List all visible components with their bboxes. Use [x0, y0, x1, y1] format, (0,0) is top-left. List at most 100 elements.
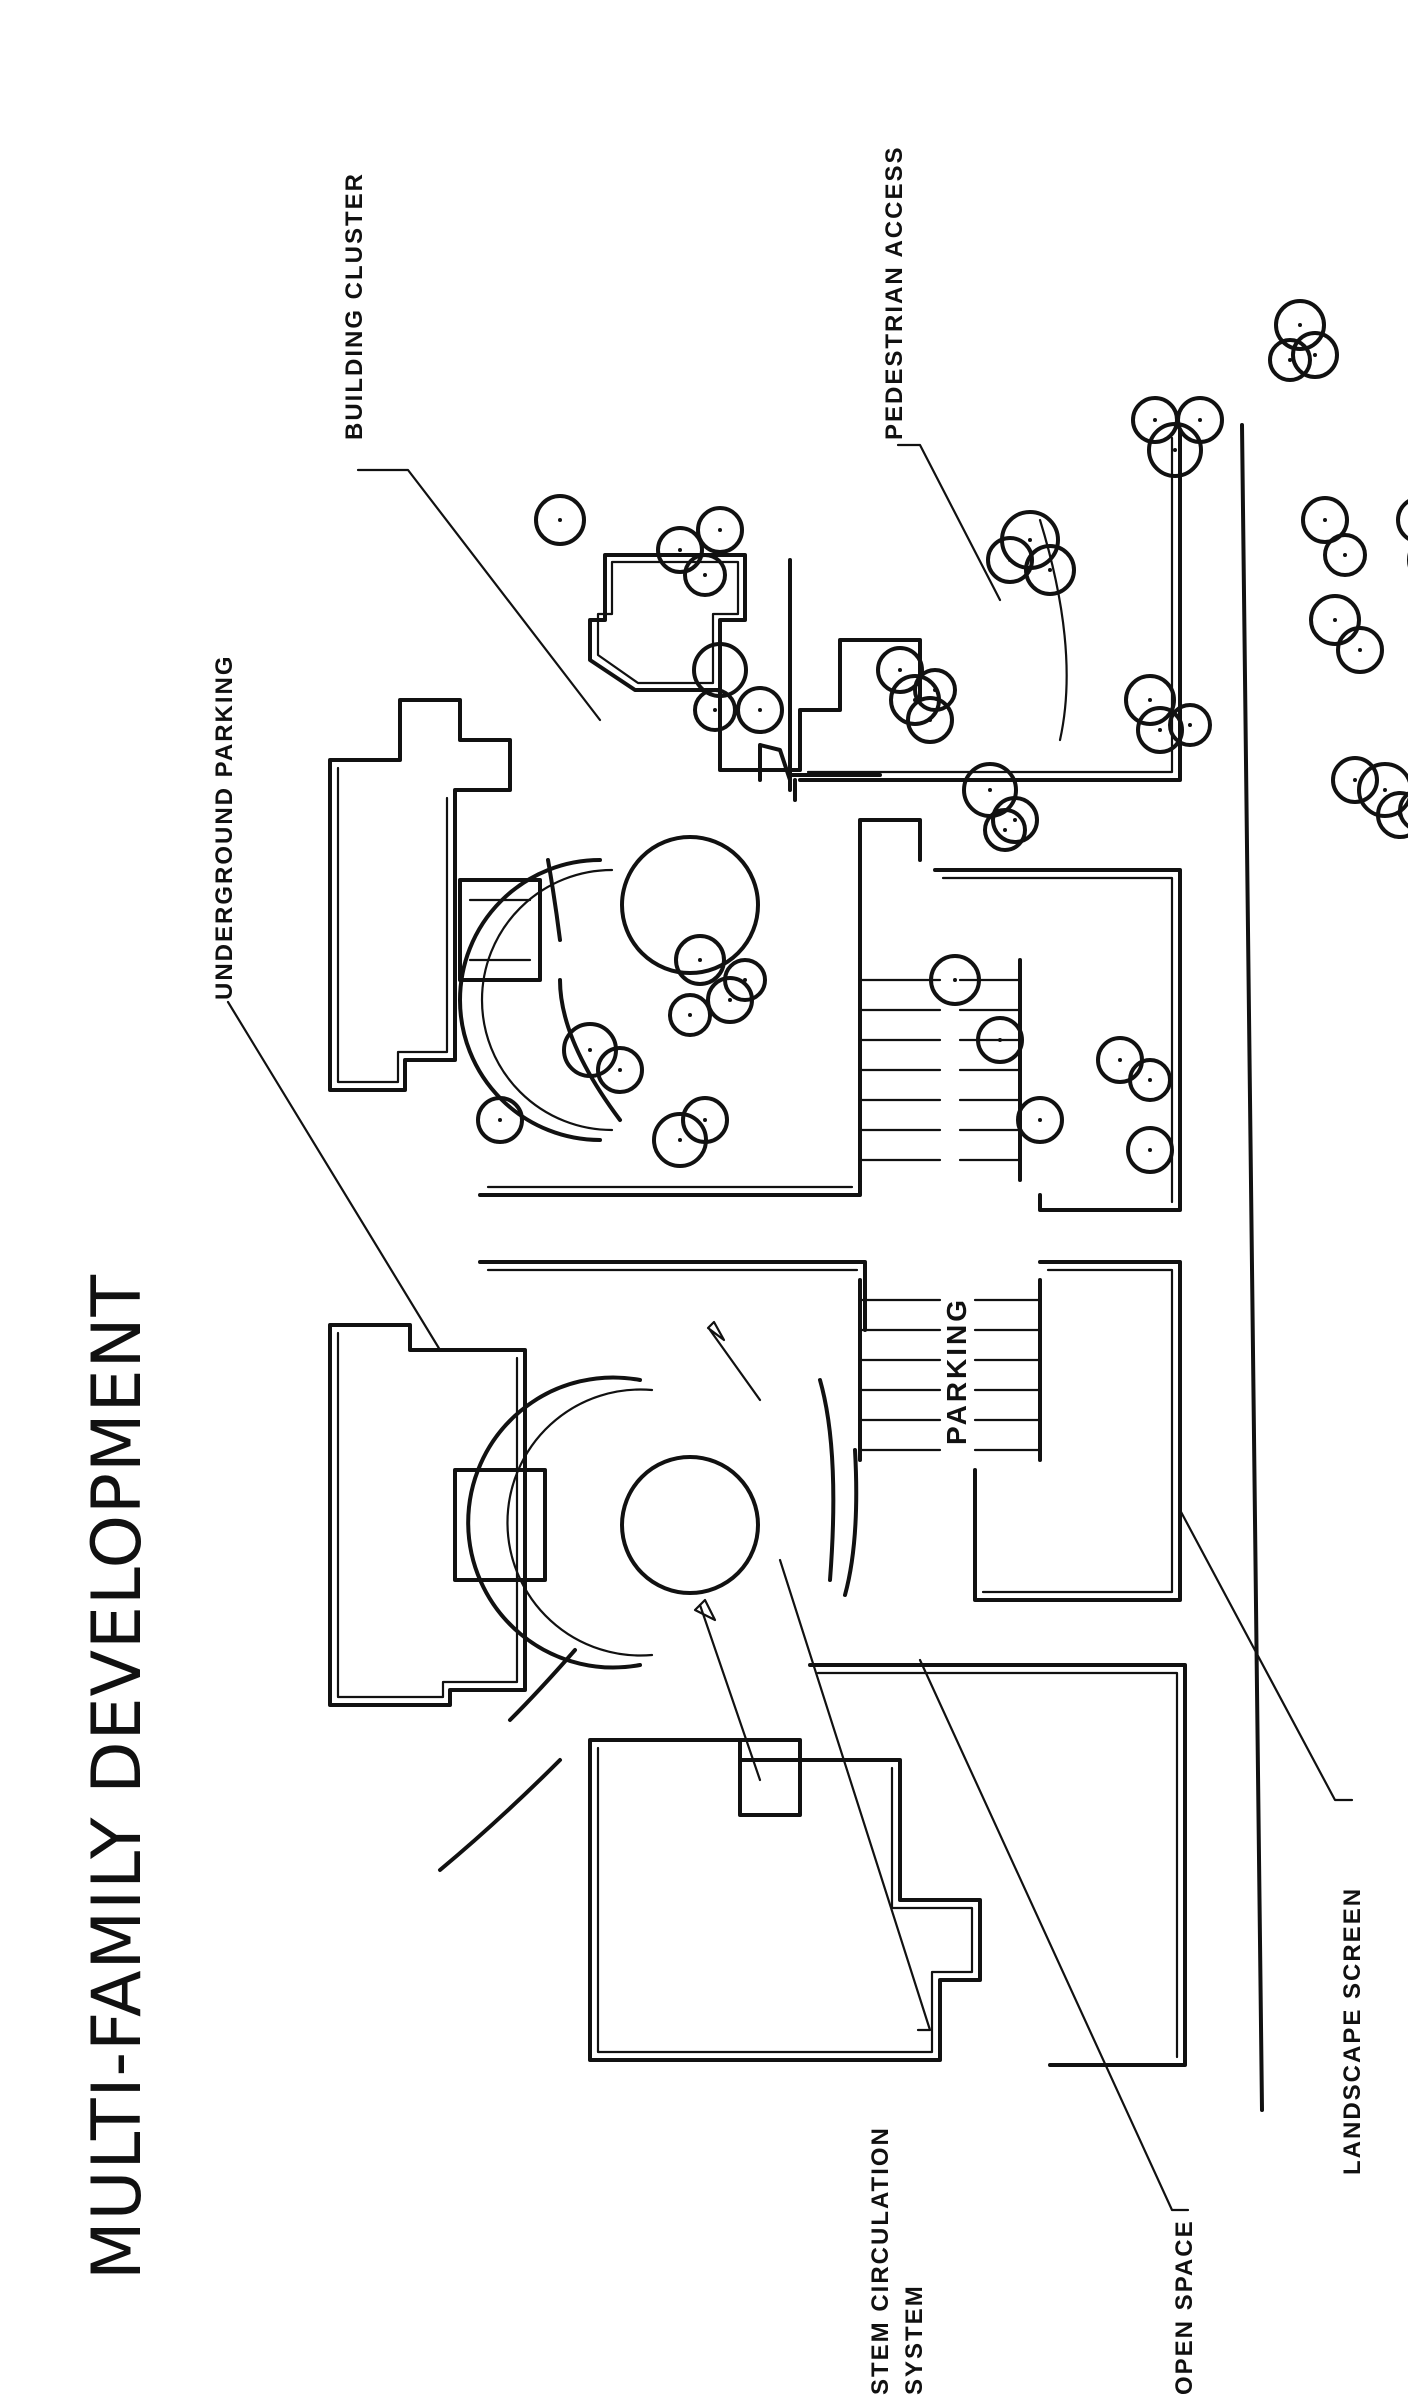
tree-trunk-dot — [758, 708, 762, 712]
tree-trunk-dot — [1173, 448, 1177, 452]
tree-symbol — [534, 494, 586, 546]
tree-symbol — [681, 1096, 729, 1144]
tree-symbol — [1274, 299, 1326, 351]
tree-trunk-dot — [718, 668, 722, 672]
tree-symbol — [668, 993, 712, 1037]
building-upper-left — [328, 698, 542, 1092]
tree-trunk-dot — [703, 573, 707, 577]
tree-symbol — [696, 506, 744, 554]
tree-group — [476, 299, 1408, 1174]
tree-symbol — [991, 796, 1039, 844]
building-lower-left — [328, 1323, 547, 1707]
tree-trunk-dot — [1333, 618, 1337, 622]
tree-trunk-dot — [1358, 648, 1362, 652]
building-lower-middle — [588, 1738, 982, 2062]
tree-trunk-dot — [953, 978, 957, 982]
tree-symbol — [723, 958, 767, 1002]
tree-trunk-dot — [618, 1068, 622, 1072]
tree-trunk-dot — [718, 528, 722, 532]
courtyard-lower — [438, 1375, 859, 1872]
tree-trunk-dot — [1008, 558, 1012, 562]
tree-trunk-dot — [1153, 418, 1157, 422]
tree-trunk-dot — [498, 1118, 502, 1122]
tree-symbol — [913, 668, 957, 712]
tree-symbol — [596, 1046, 644, 1094]
tree-trunk-dot — [1048, 568, 1052, 572]
tree-trunk-dot — [698, 958, 702, 962]
leader-building-cluster — [356, 468, 602, 722]
tree-trunk-dot — [1343, 553, 1347, 557]
label-underground-parking: UNDERGROUND PARKING — [211, 654, 238, 1000]
tree-trunk-dot — [928, 718, 932, 722]
tree-trunk-dot — [1313, 353, 1317, 357]
street-line — [1240, 423, 1264, 2112]
tree-symbol — [1291, 331, 1339, 379]
tree-symbol — [983, 808, 1027, 852]
tree-symbol — [976, 1016, 1024, 1064]
tree-symbol — [1024, 544, 1076, 596]
label-stem-circulation-line2: SYSTEM — [901, 2284, 928, 2395]
leader-landscape-screen — [1178, 1508, 1354, 1802]
tree-symbol — [656, 526, 704, 574]
tree-symbol — [1124, 674, 1176, 726]
tree-trunk-dot — [1298, 323, 1302, 327]
tree-trunk-dot — [713, 708, 717, 712]
tree-symbol — [986, 536, 1034, 584]
diagram-title: MULTI-FAMILY DEVELOPMENT — [78, 1274, 157, 2280]
tree-trunk-dot — [1148, 1078, 1152, 1082]
tree-symbol — [693, 688, 737, 732]
label-parking: PARKING — [941, 1297, 972, 1445]
tree-trunk-dot — [588, 1048, 592, 1052]
tree-symbol — [1336, 626, 1384, 674]
tree-trunk-dot — [1148, 1148, 1152, 1152]
tree-symbol — [929, 954, 981, 1006]
tree-symbol — [1136, 706, 1184, 754]
tree-trunk-dot — [678, 548, 682, 552]
label-building-cluster: BUILDING CLUSTER — [341, 172, 368, 440]
parking-stalls — [858, 958, 1042, 1462]
tree-trunk-dot — [1188, 723, 1192, 727]
tree-trunk-dot — [898, 668, 902, 672]
tree-symbol — [1128, 1058, 1172, 1102]
tree-symbol — [1176, 396, 1224, 444]
tree-trunk-dot — [1118, 1058, 1122, 1062]
tree-symbol — [683, 553, 727, 597]
building-upper-right — [588, 553, 922, 772]
tree-trunk-dot — [688, 1013, 692, 1017]
tree-trunk-dot — [1028, 538, 1032, 542]
tree-symbol — [1331, 756, 1379, 804]
tree-trunk-dot — [988, 788, 992, 792]
tree-symbol — [1016, 1096, 1064, 1144]
tree-trunk-dot — [933, 688, 937, 692]
tree-trunk-dot — [1323, 518, 1327, 522]
tree-trunk-dot — [1198, 418, 1202, 422]
label-open-space: OPEN SPACE — [1171, 2219, 1198, 2395]
tree-symbol — [906, 696, 954, 744]
tree-trunk-dot — [558, 518, 562, 522]
tree-trunk-dot — [678, 1138, 682, 1142]
tree-trunk-dot — [998, 1038, 1002, 1042]
leader-pedestrian-access — [896, 443, 1002, 602]
tree-trunk-dot — [703, 1118, 707, 1122]
tree-trunk-dot — [1158, 728, 1162, 732]
tree-symbol — [692, 642, 748, 698]
label-landscape-screen: LANDSCAPE SCREEN — [1339, 1887, 1366, 2175]
tree-symbol — [1268, 338, 1312, 382]
tree-symbol — [476, 1096, 524, 1144]
tree-trunk-dot — [1383, 788, 1387, 792]
tree-trunk-dot — [1288, 358, 1292, 362]
tree-trunk-dot — [1353, 778, 1357, 782]
tree-symbol — [674, 934, 726, 986]
leader-underground-parking — [226, 1000, 442, 1352]
tree-symbol — [1376, 791, 1408, 839]
tree-symbol — [736, 686, 784, 734]
tree-trunk-dot — [743, 978, 747, 982]
tree-symbol — [1126, 1126, 1174, 1174]
courtyard-upper — [458, 743, 882, 1142]
leader-lines — [226, 443, 1354, 2212]
tree-trunk-dot — [1038, 1118, 1042, 1122]
site-enclosure — [478, 428, 1187, 2067]
tree-trunk-dot — [1013, 818, 1017, 822]
circulation-arrows — [693, 518, 1068, 1782]
